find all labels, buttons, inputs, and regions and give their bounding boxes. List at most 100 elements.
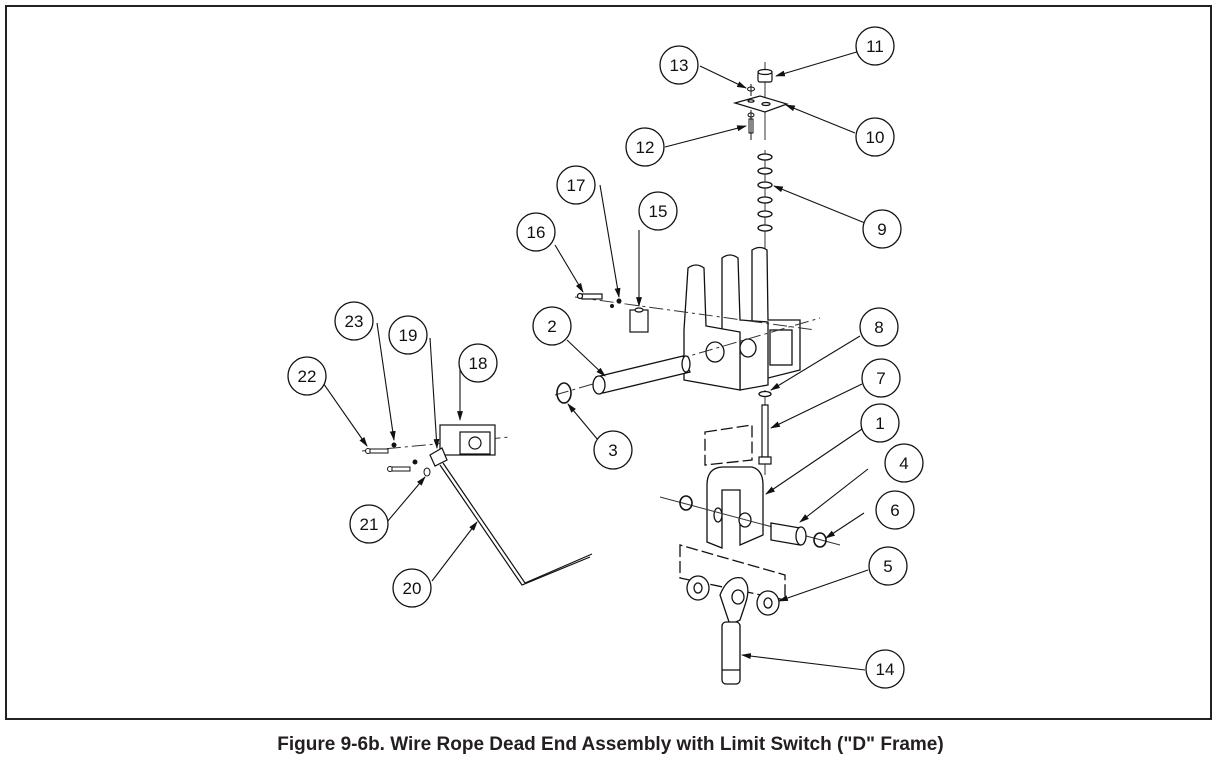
callout-number: 9 xyxy=(877,220,886,239)
callout-4: 4 xyxy=(884,443,924,483)
callout-2: 2 xyxy=(532,306,572,346)
callout-circle xyxy=(532,306,572,346)
part-22-screw xyxy=(365,448,411,472)
leader-lines xyxy=(320,50,869,671)
callout-10: 10 xyxy=(855,117,895,157)
part-6-ring xyxy=(813,532,827,548)
callout-15: 15 xyxy=(638,191,678,231)
callout-circle xyxy=(349,504,389,544)
callout-1: 1 xyxy=(860,403,900,443)
callout-number: 19 xyxy=(399,326,418,345)
callout-20: 20 xyxy=(392,568,432,608)
callout-circle xyxy=(458,343,498,383)
callout-number: 16 xyxy=(527,223,546,242)
part-5-washers xyxy=(679,544,786,616)
callout-circle xyxy=(875,490,915,530)
callout-circle xyxy=(859,307,899,347)
part-4-pin xyxy=(770,522,807,546)
callout-23: 23 xyxy=(334,301,374,341)
callout-number: 4 xyxy=(899,454,908,473)
callout-number: 21 xyxy=(360,515,379,534)
callout-14: 14 xyxy=(865,649,905,689)
callout-18: 18 xyxy=(458,343,498,383)
callout-circle xyxy=(659,45,699,85)
callout-11: 11 xyxy=(855,26,895,66)
figure-caption: Figure 9-6b. Wire Rope Dead End Assembly… xyxy=(277,734,944,755)
centerline-horizontal-lower xyxy=(659,496,841,546)
callout-number: 6 xyxy=(890,501,899,520)
callout-22: 22 xyxy=(287,356,327,396)
part-8-washer xyxy=(758,390,772,398)
callout-circle xyxy=(862,209,902,249)
callout-circle xyxy=(860,403,900,443)
callout-number: 8 xyxy=(874,318,883,337)
callout-number: 11 xyxy=(866,37,884,56)
callout-number: 5 xyxy=(883,557,892,576)
part-12-pin xyxy=(747,110,755,140)
part-15-bracket xyxy=(629,307,649,333)
callout-circle xyxy=(334,301,374,341)
callout-8: 8 xyxy=(859,307,899,347)
callout-circle xyxy=(855,117,895,157)
part-16-bolt xyxy=(576,292,603,300)
part-13-washer xyxy=(747,84,755,96)
callout-number: 13 xyxy=(670,56,689,75)
callout-circle xyxy=(593,430,633,470)
callout-number: 20 xyxy=(403,579,422,598)
callout-16: 16 xyxy=(516,212,556,252)
part-17-nut xyxy=(610,298,622,308)
dead-end-frame xyxy=(683,246,801,391)
part-ring-left xyxy=(679,495,693,511)
callout-number: 12 xyxy=(636,138,655,157)
callout-19: 19 xyxy=(388,315,428,355)
part-2-pin xyxy=(592,355,691,395)
part-7-bolt xyxy=(758,404,772,465)
callout-number: 23 xyxy=(345,312,364,331)
callout-circle xyxy=(556,165,596,205)
part-10-plate xyxy=(732,95,789,113)
callout-number: 22 xyxy=(298,367,317,386)
part-14-socket xyxy=(719,576,749,685)
part-23-nut xyxy=(391,442,418,465)
callout-17: 17 xyxy=(556,165,596,205)
callout-circle xyxy=(287,356,327,396)
part-20-rod xyxy=(439,462,593,586)
callout-number: 7 xyxy=(876,369,885,388)
part-3-ring xyxy=(556,382,572,404)
callout-circle xyxy=(516,212,556,252)
callout-number: 15 xyxy=(649,202,668,221)
callout-9: 9 xyxy=(862,209,902,249)
callout-12: 12 xyxy=(625,127,665,167)
callout-circle xyxy=(884,443,924,483)
callout-circle xyxy=(865,649,905,689)
callout-number: 17 xyxy=(567,176,586,195)
callout-13: 13 xyxy=(659,45,699,85)
callout-number: 1 xyxy=(875,414,884,433)
part-1-clevis xyxy=(704,424,764,549)
callout-circle xyxy=(392,568,432,608)
part-9-washer-stack xyxy=(757,153,773,232)
part-11-nut xyxy=(757,68,773,83)
diagram-frame xyxy=(5,5,1212,720)
callout-circle xyxy=(855,26,895,66)
callout-3: 3 xyxy=(593,430,633,470)
callout-circle xyxy=(625,127,665,167)
callout-number: 10 xyxy=(866,128,885,147)
part-19-lever-arm xyxy=(429,447,448,467)
callout-circle xyxy=(388,315,428,355)
callout-number: 18 xyxy=(469,354,488,373)
callout-number: 2 xyxy=(547,317,556,336)
callout-circle xyxy=(861,358,901,398)
part-21-screw xyxy=(423,467,431,477)
callout-6: 6 xyxy=(875,490,915,530)
part-18-limit-switch xyxy=(439,424,496,456)
callout-21: 21 xyxy=(349,504,389,544)
callout-circle xyxy=(868,546,908,586)
callout-number: 3 xyxy=(608,441,617,460)
callout-5: 5 xyxy=(868,546,908,586)
callout-7: 7 xyxy=(861,358,901,398)
callout-number: 14 xyxy=(876,660,895,679)
callout-circle xyxy=(638,191,678,231)
